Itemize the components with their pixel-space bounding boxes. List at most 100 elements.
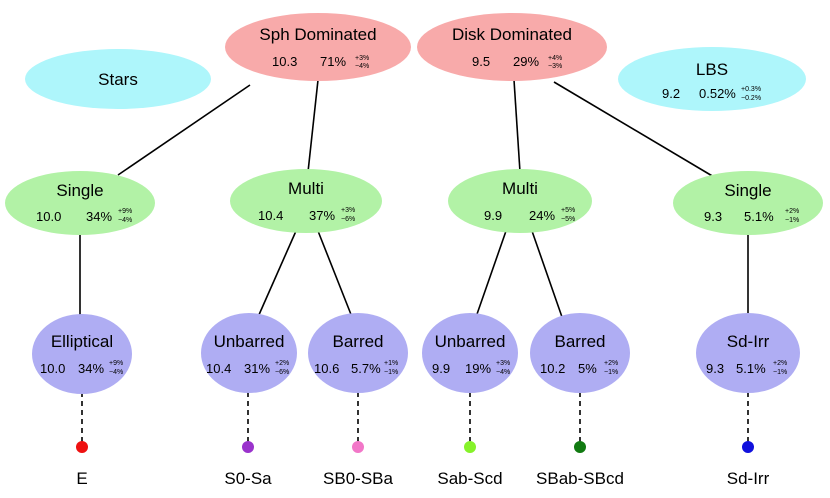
node-multi-right: Multi 9.9 24% +5% −5% bbox=[448, 169, 592, 233]
node-single-right-ellipse bbox=[673, 171, 823, 235]
edge-multi-unbarred-right bbox=[475, 230, 507, 318]
edge-disk-single bbox=[553, 81, 715, 178]
dot-SBabSBcd bbox=[574, 441, 586, 453]
node-sdirr-title: Sd-Irr bbox=[727, 332, 770, 351]
node-barred-right-dn: −1% bbox=[604, 369, 618, 376]
node-disk-pct: 29% bbox=[513, 54, 539, 69]
node-lbs-title: LBS bbox=[696, 60, 728, 79]
node-sph-dn: −4% bbox=[355, 63, 369, 70]
dot-SB0SBa bbox=[352, 441, 364, 453]
node-multi-left-ellipse bbox=[230, 169, 382, 233]
node-barred-right-title: Barred bbox=[554, 332, 605, 351]
node-barred-right-up: +2% bbox=[604, 360, 618, 367]
node-stars-title: Stars bbox=[98, 70, 138, 89]
node-barred-left-pct: 5.7% bbox=[351, 361, 381, 376]
node-unbarred-left: Unbarred 10.4 31% +2% −6% bbox=[201, 313, 297, 393]
node-elliptical-dn: −4% bbox=[109, 369, 123, 376]
node-unbarred-left-pct: 31% bbox=[244, 361, 270, 376]
node-disk-dn: −3% bbox=[548, 63, 562, 70]
dashed-edges bbox=[81, 392, 749, 442]
node-single-left-title: Single bbox=[56, 181, 103, 200]
node-single-left-mass: 10.0 bbox=[36, 209, 61, 224]
node-unbarred-left-mass: 10.4 bbox=[206, 361, 231, 376]
node-single-right: Single 9.3 5.1% +2% −1% bbox=[673, 171, 823, 235]
edge-sph-multi bbox=[307, 79, 319, 173]
node-unbarred-left-ellipse bbox=[201, 313, 297, 393]
node-unbarred-right-dn: −4% bbox=[496, 369, 510, 376]
node-multi-right-mass: 9.9 bbox=[484, 208, 502, 223]
leaf-label-S0Sa: S0-Sa bbox=[224, 469, 272, 488]
node-lbs-mass: 9.2 bbox=[662, 86, 680, 101]
node-barred-right: Barred 10.2 5% +2% −1% bbox=[530, 313, 630, 393]
node-multi-right-up: +5% bbox=[561, 207, 575, 214]
node-sdirr: Sd-Irr 9.3 5.1% +2% −1% bbox=[696, 313, 800, 393]
leaf-label-SB0SBa: SB0-SBa bbox=[323, 469, 393, 488]
leaf-label-SBabSBcd: SBab-SBcd bbox=[536, 469, 624, 488]
node-unbarred-left-title: Unbarred bbox=[214, 332, 285, 351]
node-multi-right-pct: 24% bbox=[529, 208, 555, 223]
node-unbarred-right-up: +3% bbox=[496, 360, 510, 367]
node-elliptical-title: Elliptical bbox=[51, 332, 113, 351]
tree-edges bbox=[79, 79, 749, 318]
node-disk-ellipse bbox=[417, 13, 607, 81]
dot-S0Sa bbox=[242, 441, 254, 453]
node-unbarred-right: Unbarred 9.9 19% +3% −4% bbox=[422, 313, 518, 393]
leaf-label-SdIrr: Sd-Irr bbox=[727, 469, 770, 488]
node-unbarred-right-mass: 9.9 bbox=[432, 361, 450, 376]
node-single-right-title: Single bbox=[724, 181, 771, 200]
node-sph-up: +3% bbox=[355, 55, 369, 62]
node-barred-left-up: +1% bbox=[384, 360, 398, 367]
node-sdirr-dn: −1% bbox=[773, 369, 787, 376]
node-barred-left-dn: −1% bbox=[384, 369, 398, 376]
node-single-left-up: +9% bbox=[118, 208, 132, 215]
node-lbs-ellipse bbox=[618, 47, 806, 111]
node-lbs-dn: −0.2% bbox=[741, 95, 761, 102]
node-single-right-up: +2% bbox=[785, 208, 799, 215]
node-elliptical-up: +9% bbox=[109, 360, 123, 367]
node-multi-right-dn: −5% bbox=[561, 216, 575, 223]
node-sdirr-mass: 9.3 bbox=[706, 361, 724, 376]
edge-disk-multi bbox=[513, 79, 521, 173]
node-disk-title: Disk Dominated bbox=[452, 25, 572, 44]
node-lbs: LBS 9.2 0.52% +0.3% −0.2% bbox=[618, 47, 806, 111]
node-multi-left-up: +3% bbox=[341, 207, 355, 214]
node-multi-left-dn: −6% bbox=[341, 216, 355, 223]
node-barred-right-mass: 10.2 bbox=[540, 361, 565, 376]
node-elliptical-ellipse bbox=[32, 314, 132, 394]
node-sdirr-ellipse bbox=[696, 313, 800, 393]
node-single-right-dn: −1% bbox=[785, 217, 799, 224]
node-sph-dominated: Sph Dominated 10.3 71% +3% −4% bbox=[225, 13, 411, 81]
node-disk-dominated: Disk Dominated 9.5 29% +4% −3% bbox=[417, 13, 607, 81]
node-sph-pct: 71% bbox=[320, 54, 346, 69]
node-barred-left-title: Barred bbox=[332, 332, 383, 351]
node-multi-left-title: Multi bbox=[288, 179, 324, 198]
node-sph-ellipse bbox=[225, 13, 411, 81]
node-unbarred-right-ellipse bbox=[422, 313, 518, 393]
node-sph-mass: 10.3 bbox=[272, 54, 297, 69]
node-unbarred-left-up: +2% bbox=[275, 360, 289, 367]
node-elliptical-mass: 10.0 bbox=[40, 361, 65, 376]
node-sdirr-pct: 5.1% bbox=[736, 361, 766, 376]
leaf-label-SabScd: Sab-Scd bbox=[437, 469, 502, 488]
node-multi-right-ellipse bbox=[448, 169, 592, 233]
node-lbs-pct: 0.52% bbox=[699, 86, 736, 101]
node-unbarred-right-pct: 19% bbox=[465, 361, 491, 376]
node-single-right-mass: 9.3 bbox=[704, 209, 722, 224]
node-lbs-up: +0.3% bbox=[741, 86, 761, 93]
dot-E bbox=[76, 441, 88, 453]
node-barred-left-mass: 10.6 bbox=[314, 361, 339, 376]
node-barred-right-pct: 5% bbox=[578, 361, 597, 376]
node-multi-left-mass: 10.4 bbox=[258, 208, 283, 223]
node-stars-ellipse bbox=[25, 49, 211, 109]
node-single-left: Single 10.0 34% +9% −4% bbox=[5, 171, 155, 235]
node-multi-left-pct: 37% bbox=[309, 208, 335, 223]
node-single-left-dn: −4% bbox=[118, 217, 132, 224]
node-barred-left-ellipse bbox=[308, 313, 408, 393]
node-elliptical-pct: 34% bbox=[78, 361, 104, 376]
node-barred-right-ellipse bbox=[530, 313, 630, 393]
node-elliptical: Elliptical 10.0 34% +9% −4% bbox=[32, 314, 132, 394]
node-multi-left: Multi 10.4 37% +3% −6% bbox=[230, 169, 382, 233]
node-single-left-pct: 34% bbox=[86, 209, 112, 224]
